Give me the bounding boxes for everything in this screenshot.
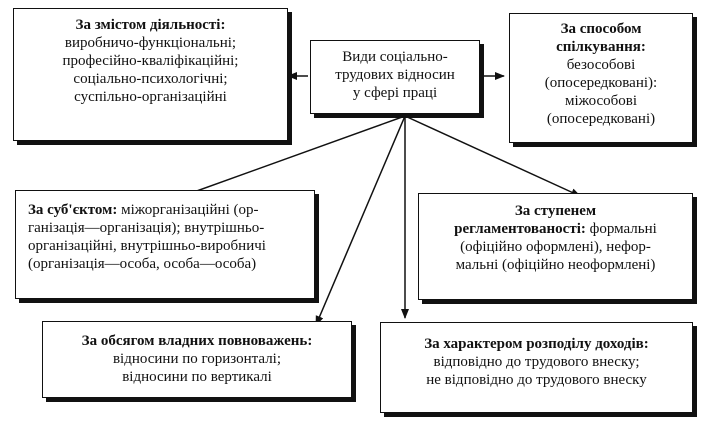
- activity-item: суспільно-організаційні: [74, 89, 227, 105]
- income-heading: За характером розподілу доходів:: [424, 336, 649, 352]
- arrow-to-regulation: [404, 115, 581, 197]
- authority-box: За обсягом владних повноважень: відносин…: [42, 321, 352, 398]
- communication-heading-2: спілкування:: [556, 39, 646, 55]
- communication-item: безособові: [566, 57, 636, 73]
- arrow-to-authority: [315, 115, 406, 326]
- central-node: Види соціально- трудових відносин у сфер…: [310, 40, 480, 114]
- communication-item: (опосередковані):: [544, 75, 658, 91]
- income-item: відповідно до трудового внеску;: [433, 354, 640, 370]
- income-item: не відповідно до трудового внеску: [426, 372, 647, 388]
- authority-item: відносини по вертикалі: [122, 369, 272, 385]
- regulation-box: За ступенем регламентованості: формальні…: [418, 193, 693, 300]
- regulation-line-2: регламентованості: формальні: [425, 220, 686, 238]
- activity-item: професійно-кваліфікаційні;: [62, 53, 239, 69]
- regulation-heading-2: регламентованості:: [454, 221, 586, 237]
- activity-box: За змістом діяльності: виробничо-функціо…: [13, 8, 288, 141]
- subject-text: міжорганізаційні (ор-: [117, 202, 259, 218]
- arrow-to-subject: [179, 115, 406, 198]
- authority-heading: За обсягом владних повноважень:: [81, 333, 313, 349]
- central-line-2: трудових відносин: [335, 67, 455, 83]
- central-line-1: Види соціально-: [342, 49, 448, 65]
- subject-heading: За суб'єктом:: [28, 202, 118, 218]
- regulation-text: формальні: [585, 221, 657, 237]
- activity-item: соціально-психологічні;: [73, 71, 228, 87]
- subject-item: ганізація—організація); внутрішньо-: [28, 220, 265, 236]
- activity-item: виробничо-функціональні;: [64, 35, 237, 51]
- regulation-item: мальні (офіційно неоформлені): [455, 257, 656, 273]
- authority-item: відносини по горизонталі;: [112, 351, 282, 367]
- communication-box: За способом спілкування: безособові (опо…: [509, 13, 693, 143]
- communication-item: міжособові: [564, 93, 638, 109]
- activity-heading: За змістом діяльності:: [75, 17, 226, 33]
- subject-box: За суб'єктом: міжорганізаційні (ор- гані…: [15, 190, 315, 299]
- central-line-3: у сфері праці: [352, 85, 438, 101]
- subject-line-1: За суб'єктом: міжорганізаційні (ор-: [28, 201, 308, 219]
- regulation-item: (офіційно оформлені), нефор-: [460, 239, 651, 255]
- income-box: За характером розподілу доходів: відпові…: [380, 322, 693, 413]
- communication-item: (опосередковані): [546, 111, 656, 127]
- subject-item: організаційні, внутрішньо-виробничі: [28, 238, 266, 254]
- subject-item: (організація—особа, особа—особа): [28, 256, 257, 272]
- regulation-heading-1: За ступенем: [514, 203, 597, 219]
- communication-heading-1: За способом: [560, 21, 642, 37]
